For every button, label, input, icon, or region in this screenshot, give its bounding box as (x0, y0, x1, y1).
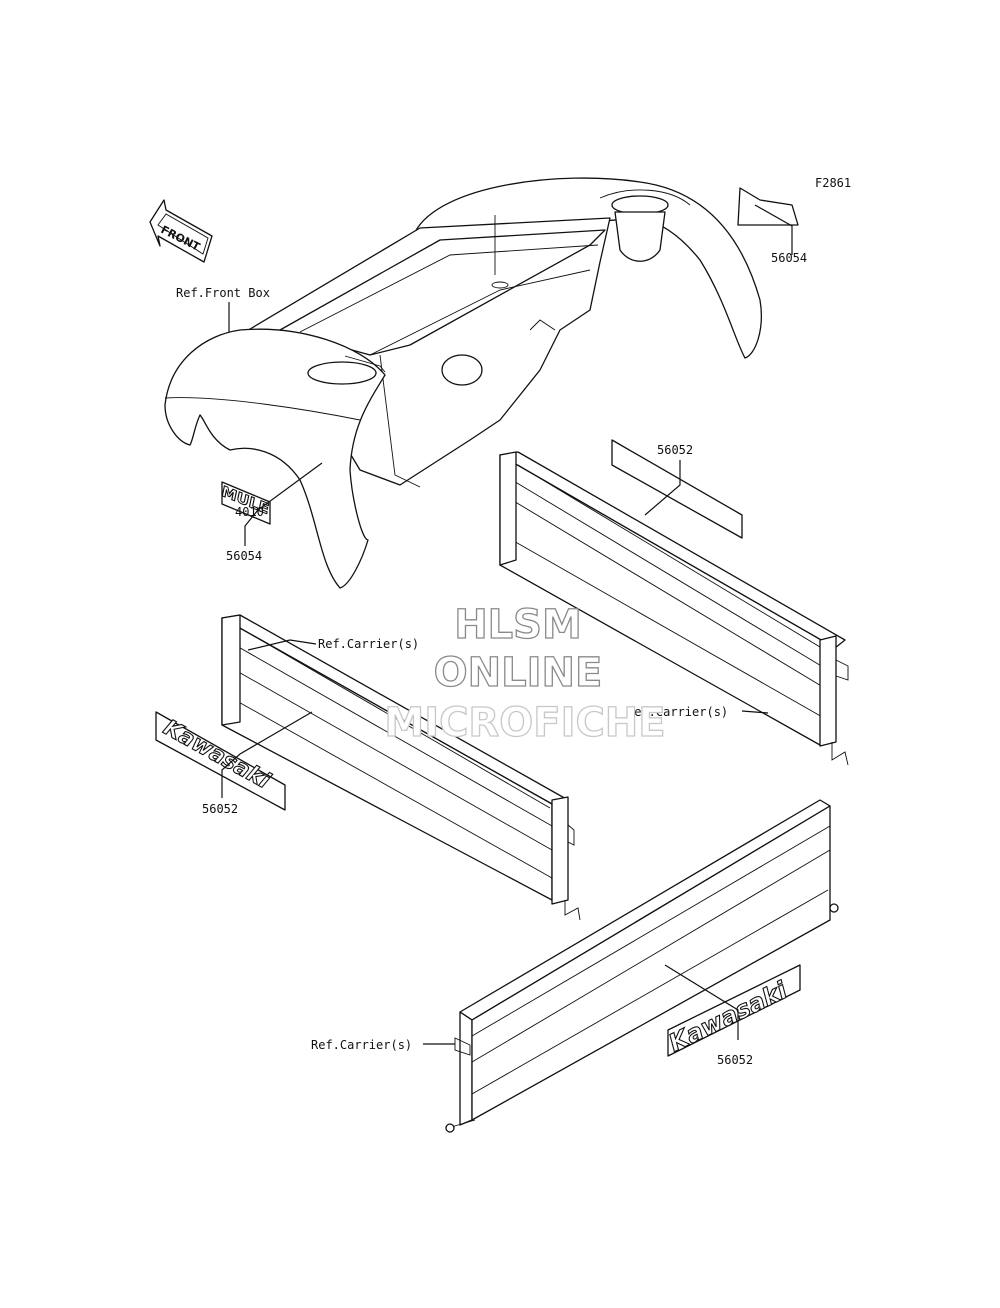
ref-carrier-right-label: Ref.Carrier(s) (627, 705, 728, 719)
watermark-line-3: MICROFICHE (384, 700, 665, 746)
decal-56054-top (737, 187, 799, 226)
part-56052-left-label: 56052 (202, 802, 238, 816)
carrier-gate-left (221, 614, 581, 921)
front-arrow-icon: FRONT (149, 199, 213, 263)
watermark-line-2: ONLINE (434, 650, 603, 696)
decal-56052-right (611, 439, 743, 539)
part-56052-bottom-label: 56052 (717, 1053, 753, 1067)
ref-front-box-label: Ref.Front Box (176, 286, 270, 300)
part-56054-left-label: 56054 (226, 549, 262, 563)
carrier-gate-right (499, 451, 849, 766)
front-box-body (164, 177, 762, 589)
mule-decal-sub: 4010 (235, 505, 264, 519)
carrier-gate-bottom (445, 799, 839, 1133)
part-56054-top-label: 56054 (771, 251, 807, 265)
part-56052-right-label: 56052 (657, 443, 693, 457)
ref-carrier-bottom-label: Ref.Carrier(s) (311, 1038, 412, 1052)
ref-carrier-left-label: Ref.Carrier(s) (318, 637, 419, 651)
mule-decal: MULE 4010 (221, 481, 271, 525)
watermark-line-1: HLSM (454, 602, 582, 648)
watermark: HLSM ONLINE MICROFICHE (384, 601, 667, 746)
figure-code: F2861 (815, 176, 851, 190)
